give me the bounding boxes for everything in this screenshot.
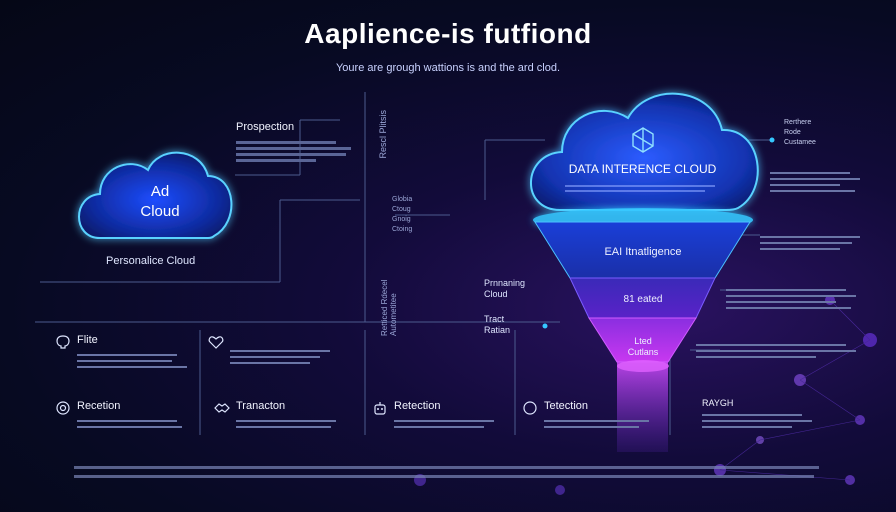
brain-icon: [56, 335, 70, 349]
right-text-block-2: [760, 232, 870, 254]
right-top-note-line3: Custamee: [784, 139, 816, 146]
ad-cloud-label: Ad Cloud: [110, 182, 210, 222]
right-text-block-1: [770, 168, 870, 196]
ad-cloud-caption: Personalice Cloud: [106, 255, 196, 267]
robot-icon: [374, 402, 386, 415]
network-hex-icon: [632, 127, 654, 153]
feature-desc-placeholder: [77, 350, 187, 372]
center-stack-item: Ctoug: [392, 206, 411, 213]
feature-desc-placeholder: [394, 416, 504, 432]
funnel-layer-1-label: EAI Itnatligence: [604, 246, 682, 258]
feature-title: Recetion: [77, 400, 121, 412]
funnel-side-label-2-line1: Tract: [484, 314, 505, 324]
target-icon: [56, 401, 70, 415]
connector-dot: [769, 137, 775, 143]
center-stack-item: Gnoig: [392, 216, 411, 223]
feature-desc-placeholder: [236, 416, 346, 432]
page-title: Aaplience-is futfiond: [304, 18, 592, 49]
center-stack-item: Globia: [392, 196, 413, 203]
right-top-note: Rerthere Rode Custamee: [784, 118, 816, 148]
right-bottom-heading: RAYGH: [702, 398, 734, 408]
footer-text-placeholder: [74, 460, 824, 484]
funnel-shape: [533, 208, 753, 452]
funnel-side-label-1: Prnnaning Cloud: [484, 278, 525, 300]
feature-title: Tranacton: [236, 400, 286, 412]
feature-title: Tetection: [544, 400, 589, 412]
prospection-heading: Prospection: [236, 121, 295, 133]
right-text-block-3: [726, 285, 866, 313]
funnel-side-label-1-line1: Prnnaning: [484, 278, 526, 288]
center-stack-list: Globia Ctoug Gnoig Ctoing: [392, 195, 412, 235]
handshake-icon: [214, 403, 230, 413]
funnel-layer-3-line2: Cutlans: [627, 347, 659, 357]
right-text-block-5: [702, 410, 822, 432]
data-cloud-label: DATA INTERENCE CLOUD: [568, 162, 717, 176]
funnel-layer-3-label: Lted Cutlans: [610, 336, 676, 358]
ad-cloud-label-line2: Cloud: [140, 203, 180, 220]
funnel-layer-3-line1: Lted: [634, 336, 652, 346]
feature-desc-placeholder: [77, 416, 187, 432]
ad-cloud-shape: [78, 151, 233, 239]
center-stack-item: Ctoing: [392, 226, 413, 233]
funnel-side-label-1-line2: Cloud: [484, 289, 508, 299]
heart-icon: [208, 336, 224, 349]
funnel-layer-2-label: 81 eated: [623, 294, 663, 305]
feature-desc-placeholder: [230, 346, 340, 368]
feature-desc-placeholder: [544, 416, 654, 432]
ad-cloud-label-line1: Ad: [150, 183, 170, 200]
feature-title: Retection: [394, 400, 441, 412]
vertical-label-1: Rescl Plitsis: [378, 110, 388, 159]
circle-icon: [523, 401, 537, 415]
prospection-text-placeholder: [236, 138, 356, 165]
vertical-label-2: Retticed Rdecel Autometitee: [380, 279, 398, 336]
right-top-note-line1: Rerthere: [784, 119, 812, 126]
right-text-block-4: [696, 340, 866, 362]
connector-dot: [542, 323, 548, 329]
data-cloud-text-placeholder: [565, 182, 725, 195]
page-subtitle: Youre are grough wattions is and the ard…: [335, 62, 561, 74]
funnel-side-label-2: Tract Ratian: [484, 314, 510, 336]
feature-title: Flite: [77, 334, 98, 346]
funnel-side-label-2-line2: Ratian: [484, 325, 511, 335]
right-top-note-line2: Rode: [784, 129, 801, 136]
